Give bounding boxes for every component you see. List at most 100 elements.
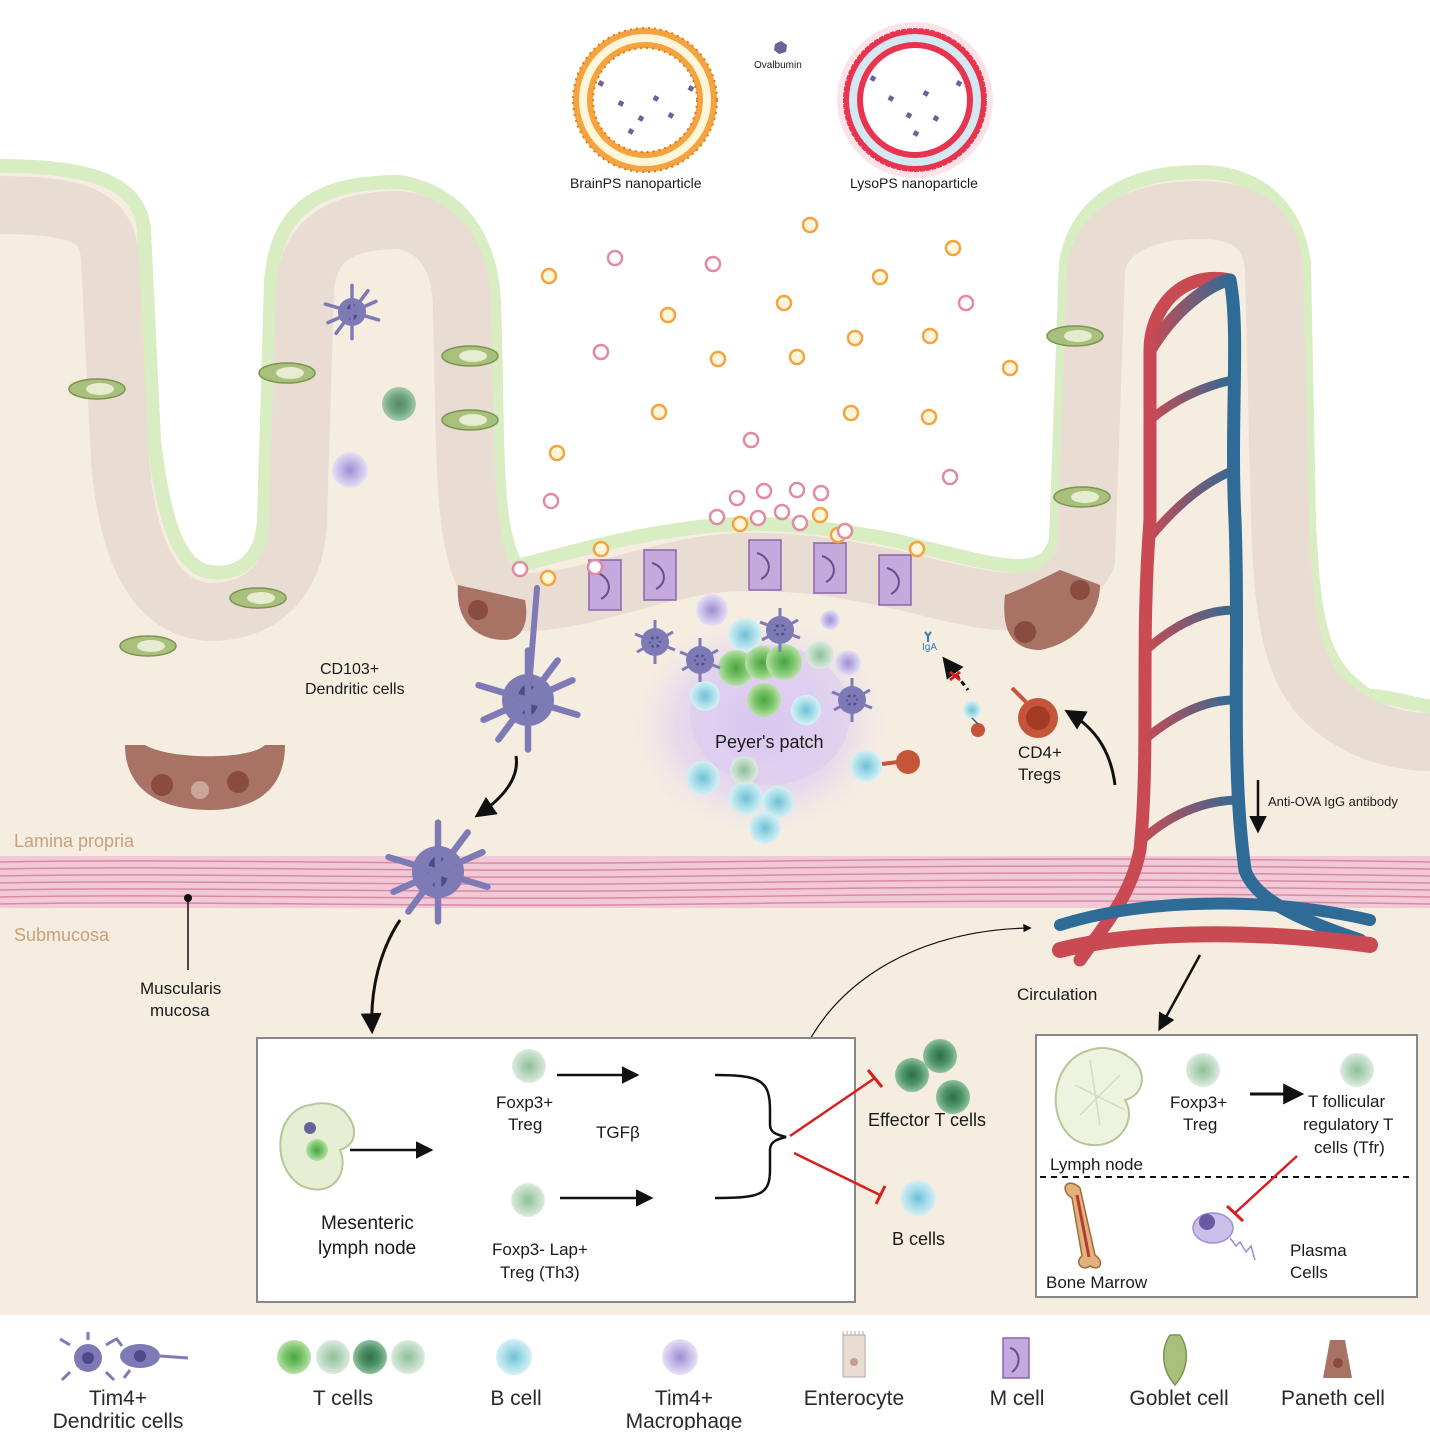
anti-ova-label: Anti-OVA IgG antibody xyxy=(1268,794,1398,809)
pp-cell-10 xyxy=(820,610,840,630)
ovalbumin-icon xyxy=(774,41,787,54)
pp-cell-2 xyxy=(718,650,754,686)
blocked-x-mark xyxy=(949,670,961,682)
muscularis-label-line2: mucosa xyxy=(150,1001,210,1020)
lysops-label: LysoPS nanoparticle xyxy=(850,175,978,191)
inhibit-effector-bar xyxy=(866,1069,884,1088)
brainps-np-2 xyxy=(871,268,889,286)
pp-cell-11 xyxy=(686,761,720,795)
lap-treg-cell xyxy=(511,1183,545,1217)
lysops-np-1 xyxy=(704,255,722,273)
arrow-to-mln xyxy=(360,919,402,1035)
lysops-np-15 xyxy=(836,522,854,540)
pp-cell-8 xyxy=(806,641,834,669)
legend-icon-goblet xyxy=(1163,1334,1187,1387)
m-cells xyxy=(588,539,912,611)
tgfb-label: TGFβ xyxy=(596,1123,640,1142)
circulation-label: Circulation xyxy=(1017,985,1097,1004)
arrow-to-tregs xyxy=(1064,709,1117,786)
ova-particle-12 xyxy=(869,75,877,82)
pp-cell-5 xyxy=(747,683,781,717)
legend-icon-enterocyte xyxy=(842,1331,866,1378)
tfr-label-line3: cells (Tfr) xyxy=(1314,1138,1385,1157)
pp-cell-14 xyxy=(749,812,781,844)
cd4-label-line2: Tregs xyxy=(1018,765,1061,784)
peyers-patch-cells xyxy=(634,594,873,844)
ova-particle-8 xyxy=(932,115,940,122)
pp-cell-6 xyxy=(690,681,720,711)
brainps-np-9 xyxy=(788,348,806,366)
legend-label-4: Enterocyte xyxy=(804,1387,904,1410)
brainps-np-13 xyxy=(920,408,938,426)
ova-particle-10 xyxy=(597,80,605,87)
systemic-lymph-node-label: Lymph node xyxy=(1050,1155,1143,1174)
lysops-np-4 xyxy=(742,431,760,449)
mesenteric-box: Mesenteric lymph node Foxp3+ Treg TGFβ F… xyxy=(256,1037,986,1303)
lysops-np-9 xyxy=(788,481,806,499)
brainps-np-20 xyxy=(908,540,926,558)
legend-label-3: Tim4+ xyxy=(655,1387,713,1410)
paneth-cells-left-villus xyxy=(457,585,527,640)
small-treg xyxy=(971,723,985,737)
lamina-propria-label: Lamina propria xyxy=(14,831,135,851)
lysops-np-3 xyxy=(592,343,610,361)
inhibit-effector-line xyxy=(789,1076,876,1138)
brainps-np-4 xyxy=(775,294,793,312)
mln-label-line2: lymph node xyxy=(318,1238,416,1259)
lysops-np-16 xyxy=(586,558,604,576)
effector-t-cell-2 xyxy=(923,1039,957,1073)
ova-particle-4 xyxy=(627,128,635,135)
ova-particle-6 xyxy=(905,112,913,119)
legend-label-0: Tim4+ xyxy=(89,1387,147,1410)
lysops-np-12 xyxy=(749,509,767,527)
brainps-np-12 xyxy=(842,404,860,422)
pp-cell-0 xyxy=(696,594,728,626)
legend-icon-paneth xyxy=(1323,1340,1352,1378)
effector-label: Effector T cells xyxy=(868,1110,986,1130)
brace xyxy=(714,1073,787,1200)
effector-t-cell-3 xyxy=(936,1080,970,1114)
cd4-treg-cell xyxy=(1010,686,1058,738)
legend-label-6: Goblet cell xyxy=(1129,1387,1228,1410)
ova-particle-13 xyxy=(955,80,963,87)
brainps-np-14 xyxy=(548,444,566,462)
legend-label-3-line2: Macrophage xyxy=(626,1410,743,1430)
legend-icon-mcell xyxy=(1002,1337,1030,1379)
brainps-np-11 xyxy=(650,403,668,421)
legend-label-7: Paneth cell xyxy=(1281,1387,1385,1410)
submucosa-label: Submucosa xyxy=(14,925,110,945)
brainps-nanoparticle xyxy=(572,27,718,173)
m-cell-4 xyxy=(878,554,912,606)
floating-nanoparticles xyxy=(511,216,1019,587)
bone-marrow-label: Bone Marrow xyxy=(1046,1273,1148,1292)
systemic-box: Lymph node Foxp3+ Treg T follicular regu… xyxy=(1035,1034,1418,1298)
ova-particle-2 xyxy=(652,94,660,102)
ova-particle-9 xyxy=(912,130,920,137)
ova-particle-0 xyxy=(617,100,625,107)
legend-label-5: M cell xyxy=(990,1387,1045,1410)
treg-patch-edge xyxy=(850,750,920,782)
effector-t-cell-1 xyxy=(895,1058,929,1092)
t-cell-villus xyxy=(382,387,416,421)
goblet-cells xyxy=(68,325,1111,657)
tfr-label-line2: regulatory T xyxy=(1303,1115,1393,1134)
cd4-label-line1: CD4+ xyxy=(1018,743,1062,762)
lysops-np-10 xyxy=(812,484,830,502)
tfr-label-line1: T follicular xyxy=(1308,1092,1385,1111)
ova-particle-11 xyxy=(687,84,695,92)
foxp3-treg-cell xyxy=(512,1049,546,1083)
lysops-nanoparticle xyxy=(837,22,993,178)
m-cell-2 xyxy=(748,539,782,591)
systemic-foxp3-cell xyxy=(1186,1053,1220,1087)
brainps-np-3 xyxy=(944,239,962,257)
epithelium-band xyxy=(0,176,1430,771)
legend-label-1: T cells xyxy=(313,1387,373,1410)
ova-particle-7 xyxy=(922,90,930,97)
lysops-np-14 xyxy=(791,514,809,532)
brainps-np-0 xyxy=(801,216,819,234)
m-cell-3 xyxy=(813,542,847,594)
peyers-patch-label: Peyer's patch xyxy=(715,732,824,752)
brainps-np-10 xyxy=(1001,359,1019,377)
